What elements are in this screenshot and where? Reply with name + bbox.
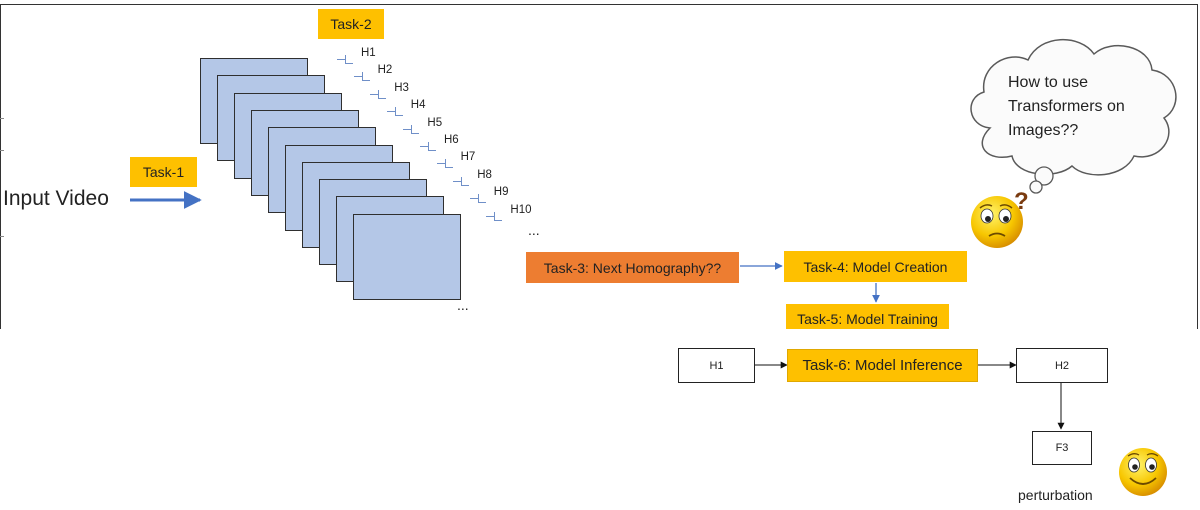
homography-bracket (345, 55, 353, 64)
homography-label: H3 (394, 81, 409, 94)
task-3-label: Task-3: Next Homography?? (526, 252, 739, 283)
thought-line: Transformers on (1008, 98, 1125, 115)
homography-label: H1 (361, 47, 376, 59)
homography-bracket-tail (453, 180, 462, 182)
pipeline-h2-box: H2 (1016, 348, 1108, 383)
homography-bracket (394, 107, 403, 117)
task-4-label: Task-4: Model Creation (784, 251, 967, 282)
homography-bracket (428, 142, 436, 151)
homography-label: H8 (477, 168, 492, 181)
homography-bracket (494, 211, 503, 221)
task-5-label: Task-5: Model Training (786, 304, 949, 329)
homography-label: H5 (427, 116, 443, 129)
frame-tick (0, 236, 4, 237)
task-2-label: Task-2 (318, 9, 384, 39)
homography-bracket (411, 124, 420, 134)
homography-bracket-tail (337, 59, 345, 60)
homography-label: H6 (444, 134, 459, 146)
homography-ellipsis: ... (528, 222, 540, 238)
homography-label: H7 (460, 151, 476, 164)
homography-bracket-tail (469, 198, 478, 200)
perturbation-label: perturbation (1018, 487, 1093, 503)
thought-bubble (1029, 180, 1043, 194)
homography-label: H9 (493, 186, 509, 199)
homography-bracket (461, 176, 470, 186)
homography-label: H2 (377, 64, 393, 77)
homography-bracket-tail (353, 76, 362, 78)
homography-bracket-tail (386, 111, 395, 113)
task-6-label: Task-6: Model Inference (787, 349, 978, 382)
homography-bracket-tail (403, 128, 412, 130)
homography-bracket (477, 194, 486, 204)
homography-bracket (444, 159, 453, 169)
smiling-face-icon (1119, 448, 1167, 496)
homography-bracket-tail (370, 93, 379, 95)
frames-ellipsis: ... (457, 297, 469, 313)
pipeline-h1-box: H1 (678, 348, 755, 383)
homography-bracket (361, 72, 370, 82)
homography-bracket-tail (436, 163, 445, 165)
frame-tick (0, 150, 4, 151)
thought-bubble (1034, 166, 1054, 186)
thought-line: Images?? (1008, 122, 1079, 139)
pipeline-f3-box: F3 (1032, 431, 1092, 465)
homography-bracket-tail (420, 146, 428, 147)
homography-label: H10 (510, 203, 532, 216)
thought-text: How to use Transformers on Images?? (1008, 71, 1125, 143)
upper-panel-frame (0, 4, 1198, 329)
homography-bracket-tail (486, 215, 495, 217)
video-frame-card (353, 213, 461, 300)
homography-bracket (378, 89, 387, 99)
thought-line: How to use (1008, 74, 1089, 91)
homography-label: H4 (410, 99, 426, 112)
task-1-label: Task-1 (130, 157, 197, 187)
frame-tick (0, 118, 4, 119)
worried-face-icon (971, 196, 1023, 248)
input-video-label: Input Video (3, 187, 109, 210)
question-mark-icon: ? (1014, 188, 1029, 215)
